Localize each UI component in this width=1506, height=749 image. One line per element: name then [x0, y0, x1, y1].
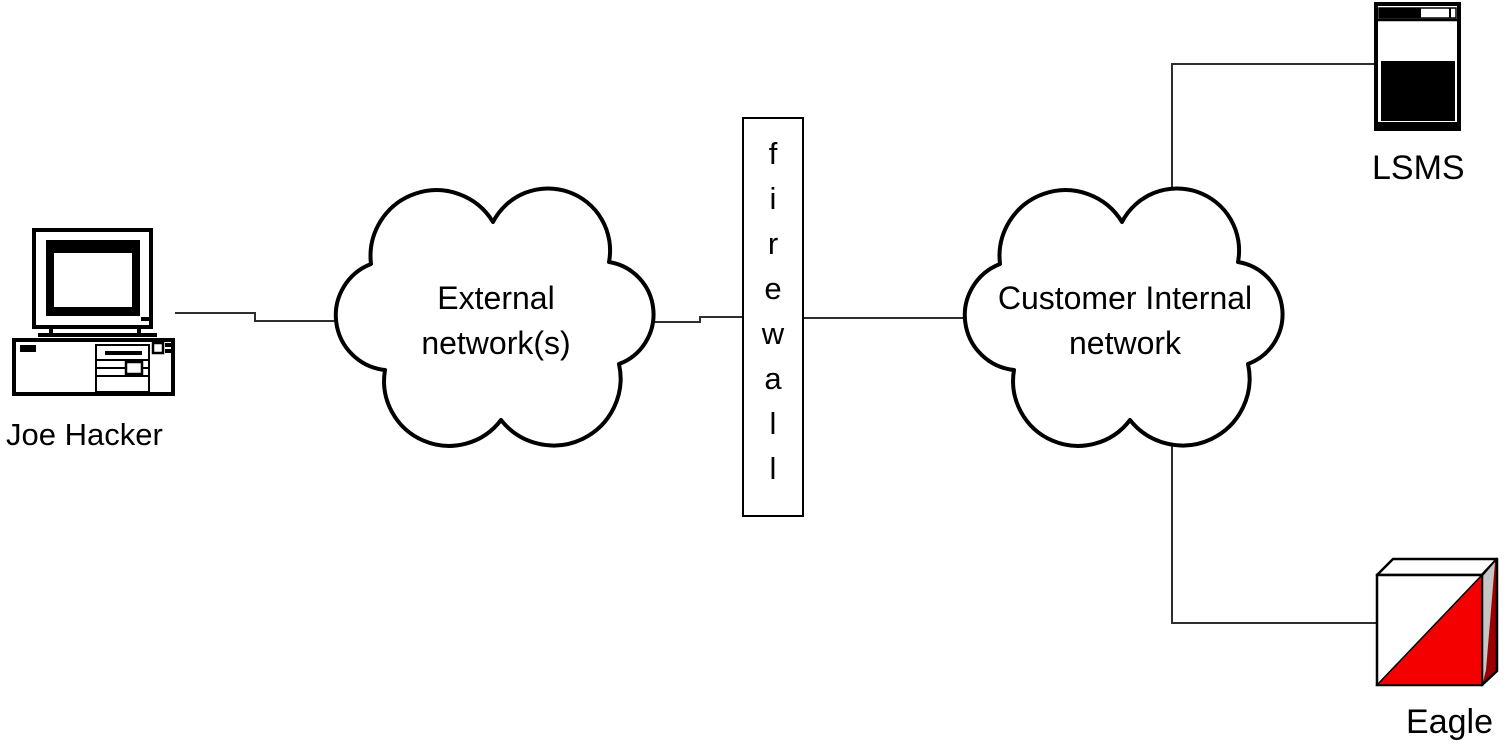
cloud-shape [962, 186, 1285, 448]
monitor-stand-leg-left [49, 327, 53, 335]
connector-attacker-to-external-network [175, 312, 340, 322]
connector-internal-network-to-lsms [1171, 63, 1377, 210]
desktop-computer-icon [12, 228, 175, 396]
monitor-stand-leg-right [137, 327, 141, 335]
eject-button [124, 360, 144, 376]
external-network-label: External network(s) [333, 276, 659, 366]
connector-lines [175, 63, 1378, 624]
connector-internal-network-to-eagle [1171, 430, 1378, 624]
monitor-screen [54, 253, 132, 307]
lsms-label: LSMS [1372, 149, 1465, 187]
attacker-label: Joe Hacker [6, 417, 163, 452]
internal-network-label-text: Customer Internal network [997, 280, 1253, 361]
external-network-label-text: External network(s) [421, 280, 571, 361]
eagle-front-red-triangle [1375, 573, 1483, 686]
eagle-box-icon [1375, 557, 1499, 687]
power-button [151, 341, 165, 355]
monitor-stand-base [38, 333, 157, 337]
server-base [1377, 122, 1458, 130]
case-vent-bottom [165, 349, 174, 353]
server-title-bar-fill [1379, 8, 1421, 18]
case-vent-top [165, 343, 174, 347]
floppy-slot [105, 351, 142, 355]
monitor-power-led [141, 317, 150, 321]
eagle-label: Eagle [1406, 703, 1493, 741]
server-front-panel [1381, 61, 1455, 121]
case-badge [20, 345, 36, 352]
firewall-bar [742, 117, 804, 517]
internal-network-cloud [962, 186, 1285, 448]
external-network-cloud [333, 186, 656, 448]
connector-external-network-to-firewall [650, 316, 745, 323]
cloud-shape [333, 186, 656, 448]
internal-network-label: Customer Internal network [962, 276, 1288, 366]
firewall-label: f i r e w a l l [761, 136, 785, 486]
eagle-top-face [1375, 557, 1499, 577]
lsms-server-icon [1374, 2, 1461, 131]
eagle-side-face-highlight [1483, 562, 1495, 682]
